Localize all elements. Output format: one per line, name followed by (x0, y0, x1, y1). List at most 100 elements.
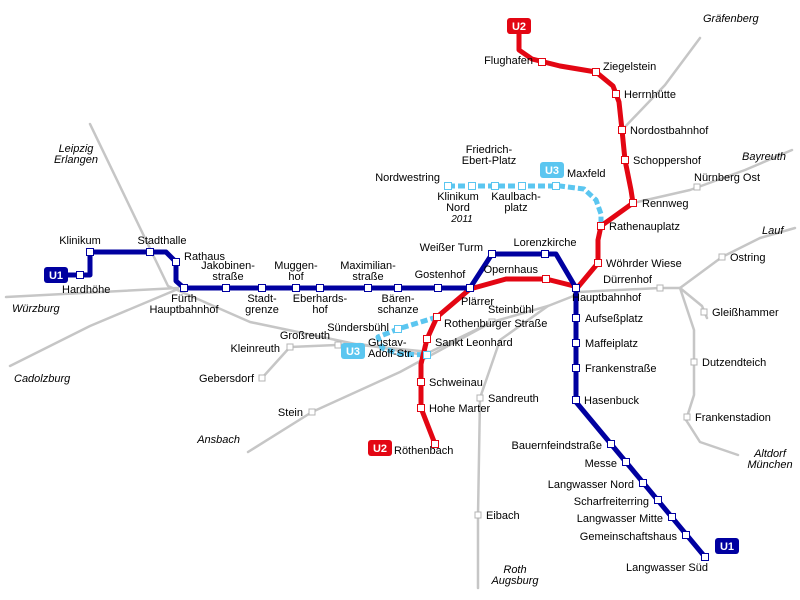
station-marker-hauptbahnhof (572, 284, 580, 292)
station-label-hohe-marter: Hohe Marter (429, 403, 490, 415)
station-label-langwasser-mitte: Langwasser Mitte (577, 513, 663, 525)
station-label-hasenbuck: Hasenbuck (584, 395, 640, 407)
station-label-d-rrenhof: Dürrenhof (603, 274, 653, 286)
station-marker-dutzendteich (690, 358, 698, 366)
station-marker-aufse-platz (572, 314, 580, 322)
station-label-w-rzburg: Würzburg (12, 303, 61, 315)
station-marker-langwasser-mitte (668, 513, 676, 521)
badge-u3-gustav-adolf-strasse: U3 (341, 343, 365, 359)
station-marker-maximilianstra-e (364, 284, 372, 292)
station-marker-herrnh-tte (612, 90, 620, 98)
station-marker-sandreuth (476, 394, 484, 402)
line-rail-gebersdorf (260, 342, 432, 380)
badge-u1-hardhoehe: U1 (44, 267, 68, 283)
station-label-gr-fenberg: Gräfenberg (703, 13, 760, 25)
station-label-bauernfeindstra-e: Bauernfeindstraße (512, 440, 603, 452)
line-rail-lauf (678, 226, 797, 290)
station-label-gro-reuth: Großreuth (280, 330, 330, 342)
station-marker-maxfeld (552, 182, 560, 190)
station-marker-s-ndersb-hl (394, 325, 402, 333)
station-marker-stadtgrenze (258, 284, 266, 292)
station-marker-r-thenbach (431, 440, 439, 448)
station-marker-eberhardshof (316, 284, 324, 292)
station-label-aufse-platz: Aufseßplatz (585, 313, 643, 325)
station-marker-w-hrder-wiese (594, 259, 602, 267)
station-label-sandreuth: Sandreuth (488, 393, 539, 405)
station-marker-eibach (474, 511, 482, 519)
badge-background (341, 343, 365, 359)
line-rail-cadolzburg (8, 287, 180, 368)
station-marker-nordostbahnhof (618, 126, 626, 134)
station-label-w-hrder-wiese: Wöhrder Wiese (606, 258, 682, 270)
badge-background (540, 162, 564, 178)
badge-label: U1 (720, 541, 734, 553)
station-label-eibach: Eibach (486, 510, 520, 522)
station-label-hardh-he: Hardhöhe (62, 284, 110, 296)
station-label-maximilianstra-e: Maximilian-straße (340, 260, 396, 283)
station-label-cadolzburg: Cadolzburg (14, 373, 71, 385)
station-marker-hohe-marter (417, 404, 425, 412)
line-u3-north (448, 183, 604, 226)
station-label-rathenauplatz: Rathenauplatz (609, 221, 680, 233)
station-marker-ziegelstein (592, 68, 600, 76)
station-label-dutzendteich: Dutzendteich (702, 357, 766, 369)
station-label-flughafen: Flughafen (484, 55, 533, 67)
line-rail-altdorf (678, 286, 740, 457)
badge-label: U2 (373, 443, 387, 455)
station-label-sankt-leonhard: Sankt Leonhard (435, 337, 513, 349)
station-label-rathaus: Rathaus (184, 251, 225, 263)
station-marker-messe (622, 458, 630, 466)
station-label-n-rnberg-ost: Nürnberg Ost (694, 172, 760, 184)
station-label-ostring: Ostring (730, 252, 765, 264)
station-marker-b-renschanze (394, 284, 402, 292)
station-label-r-thenbach: Röthenbach (394, 445, 453, 457)
station-label-kleinreuth: Kleinreuth (230, 343, 280, 355)
station-marker-kaulbachplatz (518, 182, 526, 190)
station-marker-steinb-hl (488, 318, 496, 326)
station-label-gustav-adolf-stra-e: Gustav-Adolf-Str. (368, 337, 413, 360)
station-label-nordostbahnhof: Nordostbahnhof (630, 125, 709, 137)
badge-u3-maxfeld: U3 (540, 162, 564, 178)
station-label-gemeinschaftshaus: Gemeinschaftshaus (580, 531, 678, 543)
station-marker-frankenstadion (683, 413, 691, 421)
station-marker-stein (308, 408, 316, 416)
station-marker-rothenburger-stra-e (433, 313, 441, 321)
station-marker-schoppershof (621, 156, 629, 164)
station-label-muggenhof: Muggen-hof (274, 260, 318, 283)
station-marker-pl-rrer (466, 284, 474, 292)
badge-label: U1 (49, 270, 63, 282)
station-marker-klinikum-nord (468, 182, 476, 190)
station-label-stadthalle: Stadthalle (138, 235, 187, 247)
station-label-opernhaus: Opernhaus (484, 264, 539, 276)
station-marker-wei-er-turm (488, 250, 496, 258)
badge-label: U3 (346, 346, 360, 358)
station-label-wei-er-turm: Weißer Turm (420, 242, 483, 254)
station-label-kaulbachplatz: Kaulbach-platz (491, 191, 541, 214)
station-marker-gemeinschaftshaus (682, 531, 690, 539)
station-label-rennweg: Rennweg (642, 198, 688, 210)
station-label-stadtgrenze: Stadt-grenze (245, 293, 279, 316)
station-label-nordwestring: Nordwestring (375, 172, 440, 184)
badge-background (507, 18, 531, 34)
station-marker-f-rth-hauptbahnhof (180, 284, 188, 292)
station-label-steinb-hl: Steinbühl (488, 304, 534, 316)
station-marker-gebersdorf (258, 374, 266, 382)
station-marker-d-rrenhof (656, 284, 664, 292)
station-marker-maffeiplatz (572, 339, 580, 347)
station-marker-rathaus (172, 258, 180, 266)
station-marker-schweinau (417, 378, 425, 386)
station-marker-rathenauplatz (597, 222, 605, 230)
station-marker-gro-reuth (334, 341, 342, 349)
badge-u2-roethenbach: U2 (368, 440, 392, 456)
station-label-eberhardshof: Eberhards-hof (293, 293, 348, 316)
station-marker-flughafen (538, 58, 546, 66)
station-marker-stadthalle (146, 248, 154, 256)
station-marker-scharfreiterring (654, 496, 662, 504)
station-label-herrnh-tte: Herrnhütte (624, 89, 676, 101)
station-marker-gustav-adolf-stra-e (423, 351, 431, 359)
station-label-lauf: Lauf (762, 225, 784, 237)
station-marker-n-rnberg-ost (693, 183, 701, 191)
